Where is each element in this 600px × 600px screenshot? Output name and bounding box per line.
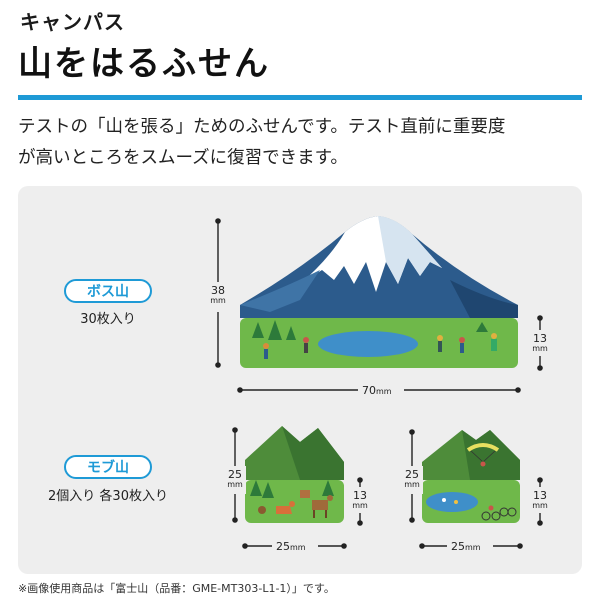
product-description: テストの「山を張る」ためのふせんです。テスト直前に重要度 が高いところをスムーズ… [18, 112, 584, 174]
mob-badge: モブ山 [64, 455, 152, 479]
mob-right-lake [426, 492, 478, 512]
footnote: ※画像使用商品は「富士山（品番：GME-MT303-L1-1）」です。 [18, 582, 335, 595]
mob-left-width-label: 25mm [276, 540, 306, 553]
boss-mountain-note [240, 216, 518, 368]
title-underline [18, 95, 582, 100]
boss-width-label: 70mm [362, 384, 392, 397]
mob-mountain-right-note [422, 430, 520, 523]
description-line-1: テストの「山を張る」ためのふせんです。テスト直前に重要度 [18, 117, 506, 137]
mob-right-width-label: 25mm [451, 540, 481, 553]
brand-name: キャンパス [20, 10, 125, 34]
boss-lake [318, 331, 418, 357]
boss-badge: ボス山 [64, 279, 152, 303]
description-line-2: が高いところをスムーズに復習できます。 [18, 148, 348, 168]
mob-mountain-left-note [245, 426, 344, 523]
page-title: 山をはるふせん [18, 44, 270, 84]
boss-count: 30枚入り [80, 312, 136, 327]
mob-count: 2個入り 各30枚入り [48, 489, 168, 504]
